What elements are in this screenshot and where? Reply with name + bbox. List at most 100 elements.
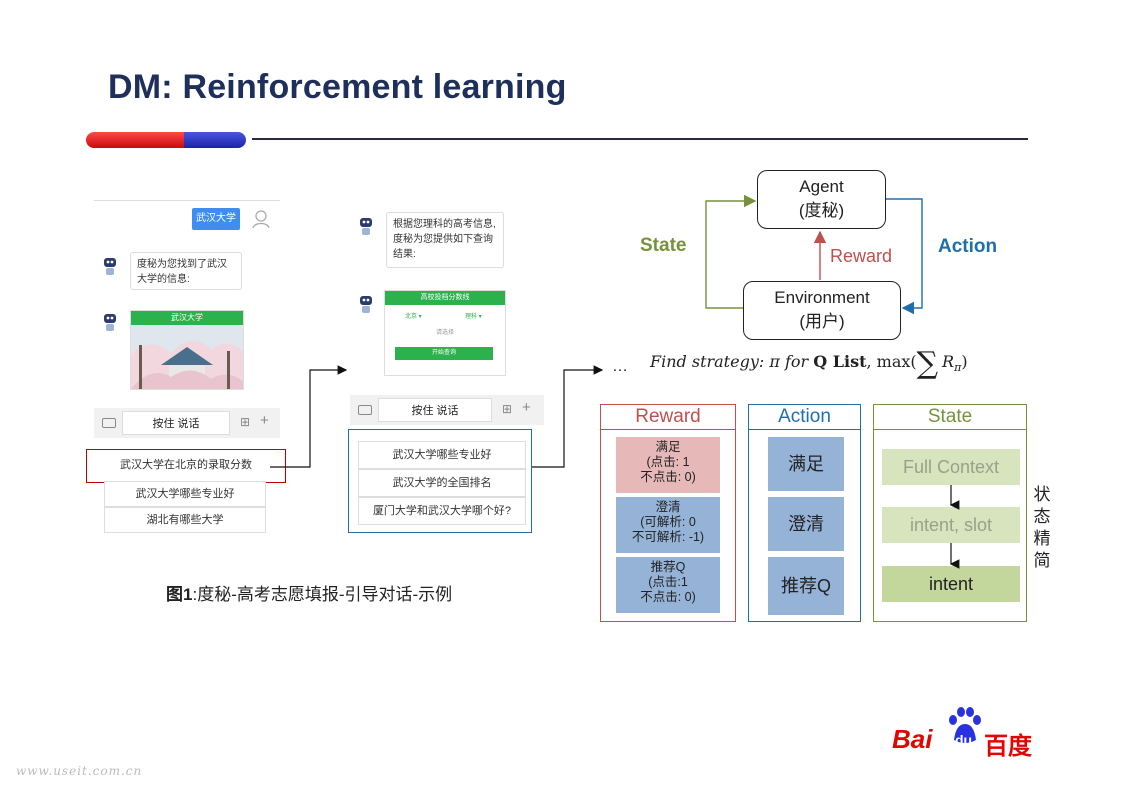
flow-arrow-1 xyxy=(270,365,348,468)
baidu-logo-cn: 百度 xyxy=(984,733,1032,760)
phone2-input-bar: 按住 说话 ⊞ + xyxy=(350,395,544,425)
plus-icon[interactable]: + xyxy=(522,399,531,416)
phone1-result-card[interactable]: 武汉大学 xyxy=(130,310,244,390)
phone1-card-title: 武汉大学 xyxy=(131,311,243,325)
reward-cell-l1: 澄清 xyxy=(655,500,681,514)
phone1-suggestion[interactable]: 湖北有哪些大学 xyxy=(104,507,266,533)
reward-cell-l3: 不点击: 0) xyxy=(640,590,696,604)
formula-end: ) xyxy=(961,352,968,371)
reward-panel-title: Reward xyxy=(635,406,701,427)
formula-sum: ∑ xyxy=(916,346,939,381)
grid-icon[interactable]: ⊞ xyxy=(240,415,251,429)
formula-suffix: , max( xyxy=(866,352,917,371)
reward-cell-l2: (可解析: 0 xyxy=(640,515,696,529)
reward-cell-l1: 满足 xyxy=(655,440,681,454)
header-bar-red xyxy=(86,132,186,148)
state-side-char: 精 xyxy=(1033,529,1051,548)
flow-arrow-2 xyxy=(532,365,604,468)
header-bar-blue xyxy=(184,132,246,148)
phone1-user-bubble: 武汉大学 xyxy=(192,208,240,230)
state-panel-title: State xyxy=(927,406,973,427)
caption-label: 图1 xyxy=(166,585,193,604)
reward-cell-recommend: 推荐Q (点击:1 不点击: 0) xyxy=(616,557,720,613)
caption-text: :度秘-高考志愿填报-引导对话-示例 xyxy=(192,585,453,604)
bot-avatar-icon xyxy=(104,258,116,275)
action-arrow xyxy=(886,198,923,315)
formula-prefix: Find strategy: π for xyxy=(650,352,814,371)
figure-caption: 图1:度秘-高考志愿填报-引导对话-示例 xyxy=(166,580,452,605)
watermark: www.useit.com.cn xyxy=(16,764,143,778)
state-panel: State Full Context intent, slot intent xyxy=(873,404,1027,622)
action-cell-recommend: 推荐Q xyxy=(768,557,844,615)
page-title: DM: Reinforcement learning xyxy=(108,68,567,106)
baidu-logo: Bai du 百度 xyxy=(892,706,1042,760)
reward-panel: Reward 满足 (点击: 1 不点击: 0) 澄清 (可解析: 0 不可解析… xyxy=(600,404,736,622)
phone2-bot-bubble: 根据您理科的高考信息,度秘为您提供如下查询结果: xyxy=(386,212,504,268)
reward-cell-l2: (点击: 1 xyxy=(646,455,690,469)
action-edge-label: Action xyxy=(938,236,998,257)
strategy-formula: Find strategy: π for Q List, max(∑Rπ) xyxy=(650,346,968,381)
bot-avatar-icon xyxy=(360,296,372,313)
reward-edge-label: Reward xyxy=(830,246,893,266)
user-avatar-icon xyxy=(252,210,270,229)
header-rule xyxy=(252,138,1028,140)
state-cell-intent: intent xyxy=(882,566,1020,602)
state-edge-label: State xyxy=(640,235,687,256)
baidu-logo-du: du xyxy=(955,732,973,748)
phone2-suggestion[interactable]: 武汉大学哪些专业好 xyxy=(358,441,526,469)
keyboard-icon[interactable] xyxy=(358,405,372,415)
environment-sub: (用户) xyxy=(799,312,845,331)
reward-cell-satisfy: 满足 (点击: 1 不点击: 0) xyxy=(616,437,720,493)
reward-cell-l2: (点击:1 xyxy=(648,575,688,589)
campus-photo-image xyxy=(131,325,243,389)
state-side-char: 简 xyxy=(1033,551,1051,570)
phone1-voice-button[interactable]: 按住 说话 xyxy=(122,411,230,435)
grid-icon[interactable]: ⊞ xyxy=(502,402,513,416)
phone1-bot-bubble: 度秘为您找到了武汉大学的信息: xyxy=(130,252,242,290)
phone2-search-button[interactable]: 开始查询 xyxy=(395,347,493,360)
state-side-char: 态 xyxy=(1033,507,1051,526)
reward-cell-l3: 不可解析: -1) xyxy=(631,530,705,544)
paw-icon xyxy=(949,707,981,743)
phone2-filter-right[interactable]: 理科 ▾ xyxy=(465,314,482,320)
environment-label: Environment xyxy=(774,288,870,307)
phone2-card-header: 高校投档分数线 xyxy=(385,291,505,305)
phone2-filter-left[interactable]: 北京 ▾ xyxy=(405,314,422,320)
state-side-char: 状 xyxy=(1033,485,1051,504)
state-cell-full-context: Full Context xyxy=(882,449,1020,485)
action-panel: Action 满足 澄清 推荐Q xyxy=(748,404,861,622)
bot-avatar-icon xyxy=(104,314,116,331)
environment-node: Environment (用户) xyxy=(743,281,901,340)
plus-icon[interactable]: + xyxy=(260,412,269,429)
phone2-suggestion-box xyxy=(348,429,532,533)
phone2-card-hint: 请选择 xyxy=(435,330,454,336)
baidu-logo-bai: Bai xyxy=(892,724,933,754)
phone1-suggestion[interactable]: 武汉大学哪些专业好 xyxy=(104,481,266,507)
keyboard-icon[interactable] xyxy=(102,418,116,428)
phone-mockup-1: 武汉大学 度秘为您找到了武汉大学的信息: 武汉大学 按住 说话 ⊞ + xyxy=(94,200,280,540)
state-simplify-label: 状 态 精 简 xyxy=(1032,484,1052,572)
phone1-top-rule xyxy=(94,200,280,201)
state-down-arrows xyxy=(949,485,960,569)
agent-label: Agent xyxy=(799,177,844,196)
reward-cell-l3: 不点击: 0) xyxy=(640,470,696,484)
reward-cell-clarify: 澄清 (可解析: 0 不可解析: -1) xyxy=(616,497,720,553)
agent-sub: (度秘) xyxy=(798,201,845,220)
formula-r: R xyxy=(942,352,955,371)
phone2-suggestion[interactable]: 厦门大学和武汉大学哪个好? xyxy=(358,497,526,525)
agent-node: Agent (度秘) xyxy=(757,170,886,229)
action-cell-satisfy: 满足 xyxy=(768,437,844,491)
state-cell-intent-slot: intent, slot xyxy=(882,507,1020,543)
phone2-voice-button[interactable]: 按住 说话 xyxy=(378,398,492,422)
phone2-query-card[interactable]: 高校投档分数线 北京 ▾ 理科 ▾ 请选择 开始查询 xyxy=(384,290,506,376)
action-cell-clarify: 澄清 xyxy=(768,497,844,551)
ellipsis-text: … xyxy=(612,358,628,375)
formula-bold: Q List xyxy=(813,352,867,371)
phone2-suggestion[interactable]: 武汉大学的全国排名 xyxy=(358,469,526,497)
bot-avatar-icon xyxy=(360,218,372,235)
phone1-input-bar: 按住 说话 ⊞ + xyxy=(94,408,280,438)
phone1-suggestion-highlighted[interactable]: 武汉大学在北京的录取分数 xyxy=(86,449,286,483)
formula-sub: π xyxy=(954,361,962,375)
action-panel-title: Action xyxy=(778,406,831,427)
